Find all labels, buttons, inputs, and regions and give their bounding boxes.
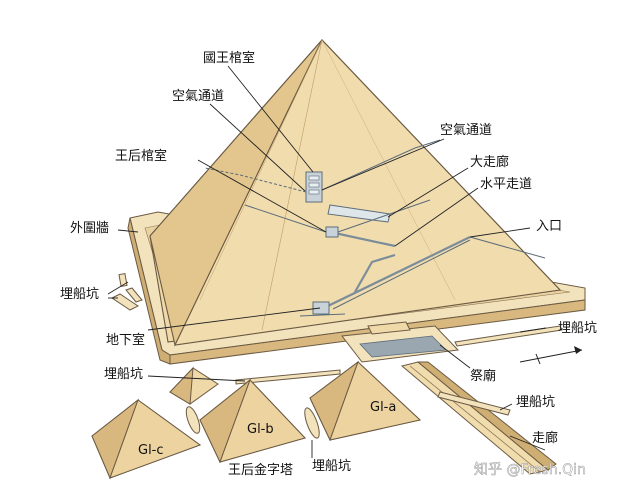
- boat-pits: [111, 272, 563, 439]
- label-grand-gallery: 大走廊: [470, 154, 509, 170]
- label-air-shaft-right: 空氣通道: [440, 123, 492, 138]
- queens-pyramid-gl-a: [309, 360, 422, 442]
- label-queens-pyramids: 王后金字塔: [228, 462, 293, 478]
- label-mortuary-temple: 祭廟: [470, 368, 496, 384]
- label-boat-pit-left: 埋船坑: [60, 287, 99, 302]
- great-pyramid: [149, 39, 562, 347]
- label-queens-chamber: 王后棺室: [115, 148, 167, 164]
- queens-pyramid-gl-b: [199, 378, 306, 464]
- label-causeway: 走廊: [532, 430, 558, 446]
- queens-pyramid-small: [169, 366, 219, 405]
- label-horizontal-passage: 水平走道: [480, 177, 532, 192]
- label-underground-chamber: 地下室: [106, 332, 145, 348]
- mortuary-temple: [341, 321, 460, 363]
- causeway-structure: [400, 361, 557, 475]
- label-gl-c: Gl-c: [138, 443, 164, 458]
- label-kings-chamber: 國王棺室: [203, 50, 255, 66]
- label-boat-pit-right: 埋船坑: [558, 321, 597, 336]
- label-air-shaft-left: 空氣通道: [172, 89, 224, 104]
- label-boat-pit-front: 埋船坑: [104, 367, 143, 382]
- arrow-right-icon: [519, 346, 583, 365]
- label-gl-b: Gl-b: [247, 422, 274, 437]
- leader-lines: [107, 65, 547, 458]
- label-enclosure-wall: 外圍牆: [70, 221, 109, 236]
- label-boat-pit-causeway: 埋船坑: [516, 395, 555, 410]
- label-entrance: 入口: [536, 219, 562, 234]
- label-boat-pit-bottom: 埋船坑: [312, 459, 351, 474]
- label-gl-a: Gl-a: [370, 400, 396, 415]
- queens-pyramid-gl-c: [91, 398, 202, 480]
- watermark: 知乎 @Fresh.Qin: [474, 461, 586, 478]
